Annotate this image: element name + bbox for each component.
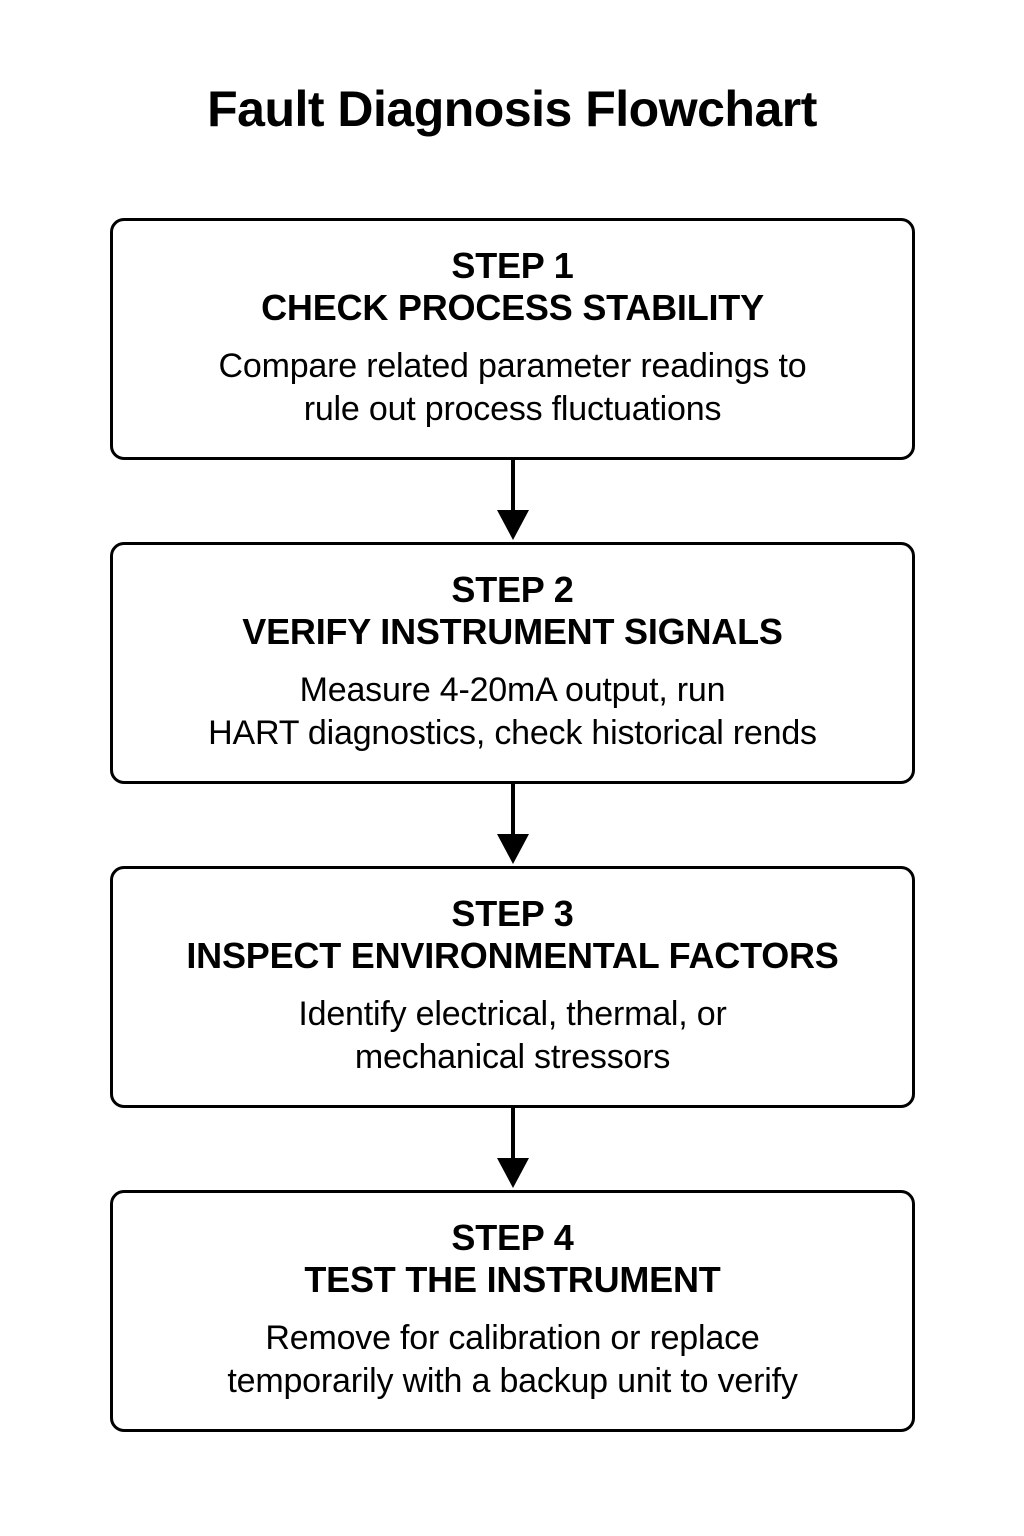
- node-body-line: mechanical stressors: [354, 1037, 671, 1076]
- step-title-4: TEST THE INSTRUMENT: [304, 1258, 721, 1300]
- step-label-1: STEP 1: [451, 245, 574, 286]
- node-body-line: Measure 4-20mA output, run: [299, 671, 726, 710]
- flowchart-node-step-1[interactable]: STEP 1 CHECK PROCESS STABILITY Compare r…: [110, 218, 915, 460]
- down-arrow-icon: [497, 783, 529, 864]
- step-title-2: VERIFY INSTRUMENT SIGNALS: [242, 610, 783, 652]
- down-arrow-icon: [497, 1107, 529, 1188]
- step-title-1: CHECK PROCESS STABILITY: [261, 287, 764, 329]
- node-body-step-4: Remove for calibration or replace tempor…: [129, 1317, 896, 1403]
- node-body-line: HART diagnostics, check historical rends: [208, 713, 817, 752]
- node-body-line: rule out process fluctuations: [303, 390, 722, 429]
- flowchart-node-step-2[interactable]: STEP 2 VERIFY INSTRUMENT SIGNALS Measure…: [110, 541, 915, 784]
- page-title: Fault Diagnosis Flowchart: [207, 81, 817, 137]
- node-heading-step-1: STEP 1 CHECK PROCESS STABILITY: [129, 245, 896, 329]
- node-body-step-1: Compare related parameter readings to ru…: [129, 345, 896, 431]
- connector-step-2-to-step-3: [110, 783, 915, 866]
- step-label-2: STEP 2: [451, 568, 574, 610]
- node-heading-step-4: STEP 4 TEST THE INSTRUMENT: [129, 1217, 896, 1301]
- flowchart-flow: STEP 1 CHECK PROCESS STABILITY Compare r…: [110, 218, 915, 1432]
- node-heading-step-2: STEP 2 VERIFY INSTRUMENT SIGNALS: [129, 569, 896, 653]
- flowchart-node-step-4[interactable]: STEP 4 TEST THE INSTRUMENT Remove for ca…: [110, 1189, 915, 1432]
- node-body-line: Identify electrical, thermal, or: [298, 994, 727, 1033]
- step-title-3: INSPECT ENVIRONMENTAL FACTORS: [186, 934, 839, 976]
- connector-step-3-to-step-4: [110, 1107, 915, 1190]
- node-body-line: temporarily with a backup unit to verify: [227, 1361, 798, 1400]
- connector-step-1-to-step-2: [110, 459, 915, 542]
- node-heading-step-3: STEP 3 INSPECT ENVIRONMENTAL FACTORS: [129, 893, 896, 977]
- step-label-3: STEP 3: [451, 892, 574, 934]
- step-label-4: STEP 4: [451, 1216, 574, 1258]
- node-body-line: Remove for calibration or replace: [265, 1318, 760, 1357]
- down-arrow-icon: [497, 459, 529, 540]
- node-body-line: Compare related parameter readings to: [218, 347, 807, 386]
- flowchart-node-step-3[interactable]: STEP 3 INSPECT ENVIRONMENTAL FACTORS Ide…: [110, 865, 915, 1108]
- node-body-step-3: Identify electrical, thermal, or mechani…: [129, 993, 896, 1079]
- node-body-step-2: Measure 4-20mA output, run HART diagnost…: [129, 669, 896, 755]
